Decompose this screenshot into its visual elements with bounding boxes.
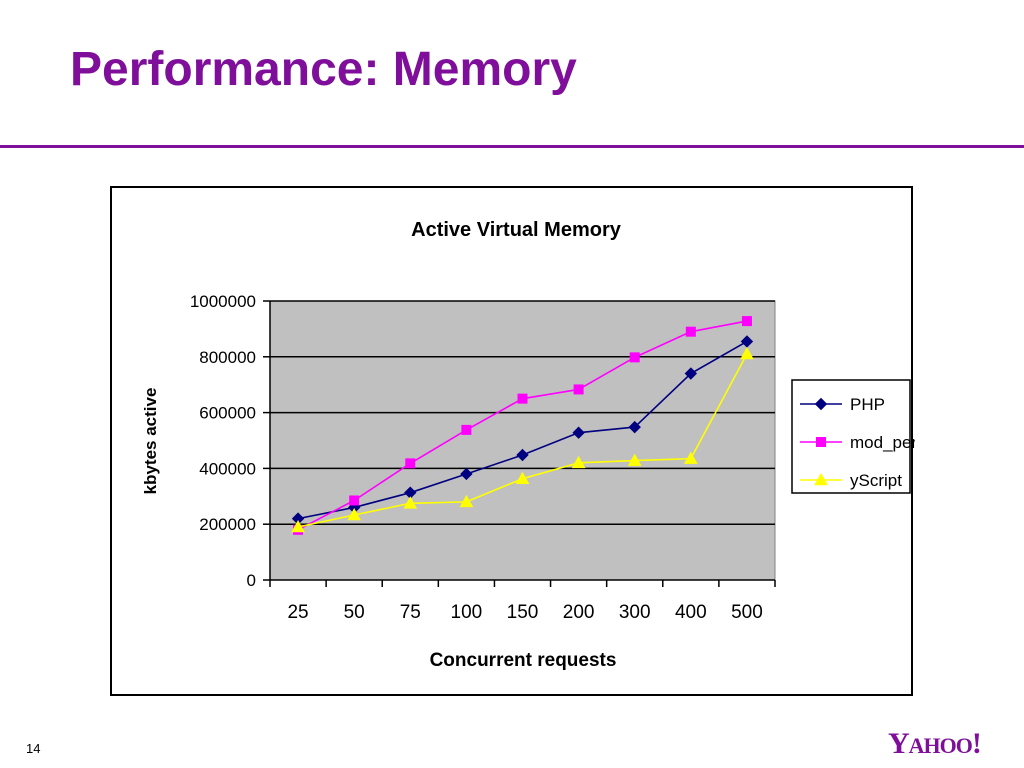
data-point-yscript	[291, 519, 305, 533]
data-point-yscript	[515, 471, 530, 485]
data-point-mod-perl	[405, 458, 416, 469]
x-tick-label: 25	[287, 602, 308, 623]
y-tick-label: 1000000	[190, 292, 256, 311]
y-tick-label: 0	[247, 571, 256, 590]
data-point-php	[684, 367, 698, 380]
data-point-yscript	[627, 453, 642, 466]
x-axis-label: Concurrent requests	[430, 650, 617, 671]
x-tick-label: 400	[675, 602, 707, 623]
data-point-mod-perl	[517, 393, 528, 404]
data-point-mod-perl	[573, 384, 584, 395]
x-tick-label: 150	[507, 602, 539, 623]
data-point-php	[572, 426, 585, 439]
legend-marker-yscript	[814, 472, 828, 486]
x-tick-label: 200	[563, 602, 595, 623]
data-point-php	[460, 467, 473, 481]
line-chart: Active Virtual Memory 0 200000 400000 60000…	[141, 219, 915, 671]
yahoo-logo: YAHOO!	[888, 727, 982, 760]
data-point-yscript	[683, 451, 698, 464]
y-tick-label: 200000	[199, 515, 256, 534]
title-divider	[0, 145, 1024, 148]
data-point-mod-perl	[629, 352, 640, 363]
y-tick-label: 800000	[199, 348, 256, 367]
x-tick-label: 100	[451, 602, 483, 623]
y-tick-label: 600000	[199, 404, 256, 423]
legend-marker-php	[814, 397, 828, 411]
data-point-php	[740, 335, 754, 348]
slide-title: Performance: Memory	[70, 43, 577, 96]
y-axis-label: kbytes active	[141, 388, 160, 495]
page-number: 14	[26, 741, 41, 756]
y-tick-label: 400000	[199, 459, 256, 478]
x-tick-label: 300	[619, 602, 651, 623]
x-tick-label: 50	[344, 602, 365, 623]
data-point-mod-perl	[685, 326, 696, 337]
legend-label-mod-perl: mod_perl	[850, 433, 915, 452]
chart-legend: PHP mod_perl yScript	[791, 379, 915, 494]
data-point-yscript	[347, 507, 362, 521]
data-point-mod-perl	[741, 316, 752, 327]
data-point-php	[628, 420, 641, 434]
data-point-yscript	[571, 455, 586, 469]
data-point-yscript	[403, 496, 418, 509]
x-tick-label: 75	[400, 602, 421, 623]
data-point-yscript	[740, 346, 754, 360]
data-point-yscript	[459, 494, 474, 508]
x-tick-label: 500	[731, 602, 763, 623]
chart-frame: Active Virtual Memory 0 200000 400000 60000…	[110, 186, 915, 696]
data-point-php	[516, 448, 529, 462]
legend-label-php: PHP	[850, 395, 885, 414]
legend-box	[791, 379, 911, 494]
chart-title: Active Virtual Memory	[411, 219, 622, 241]
data-point-mod-perl	[461, 424, 472, 435]
plot-area	[269, 300, 776, 581]
legend-marker-mod-perl	[816, 437, 826, 447]
legend-label-yscript: yScript	[850, 471, 902, 490]
data-point-mod-perl	[349, 495, 360, 506]
